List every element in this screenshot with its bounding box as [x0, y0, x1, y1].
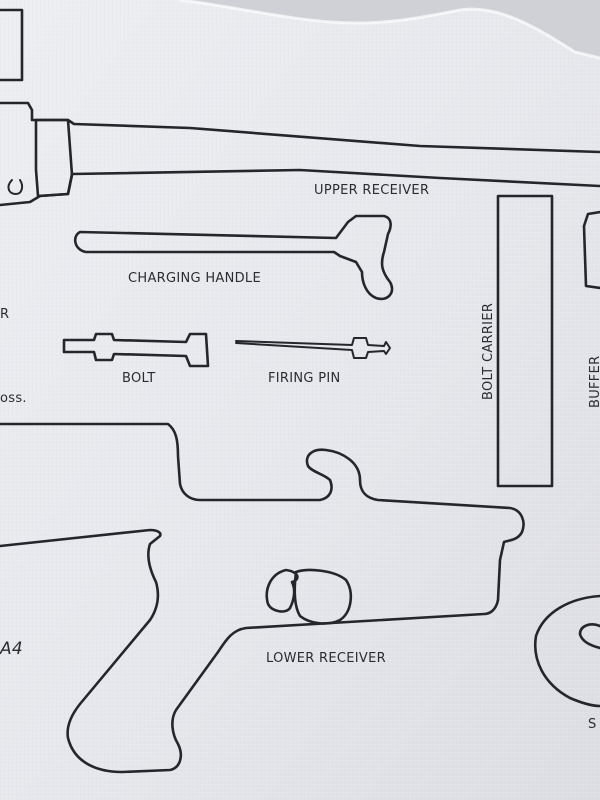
label-buffer: BUFFER	[588, 356, 600, 408]
label-upper-receiver: UPPER RECEIVER	[314, 183, 429, 198]
lower-receiver-outline	[0, 422, 525, 774]
frayed-edge	[179, 0, 600, 60]
buffer-outline	[582, 210, 600, 290]
partial-part-top-left	[0, 8, 24, 82]
label-lower-receiver: LOWER RECEIVER	[266, 651, 386, 666]
firing-pin-outline	[235, 337, 391, 359]
upper-receiver-outline	[0, 101, 600, 207]
label-bottom-right-s: S	[588, 717, 597, 732]
bolt-carrier-outline	[496, 194, 554, 488]
label-left-a4: A4	[0, 639, 23, 659]
label-firing-pin: FIRING PIN	[268, 371, 341, 386]
label-bolt: BOLT	[122, 371, 156, 386]
label-left-r: R	[0, 307, 9, 322]
label-left-oss: oss.	[0, 391, 27, 406]
partial-part-bottom-right	[533, 594, 600, 708]
label-charging-handle: CHARGING HANDLE	[128, 271, 261, 286]
bolt-outline	[62, 332, 210, 368]
label-bolt-carrier: BOLT CARRIER	[481, 303, 496, 400]
charging-handle-outline	[73, 214, 394, 301]
